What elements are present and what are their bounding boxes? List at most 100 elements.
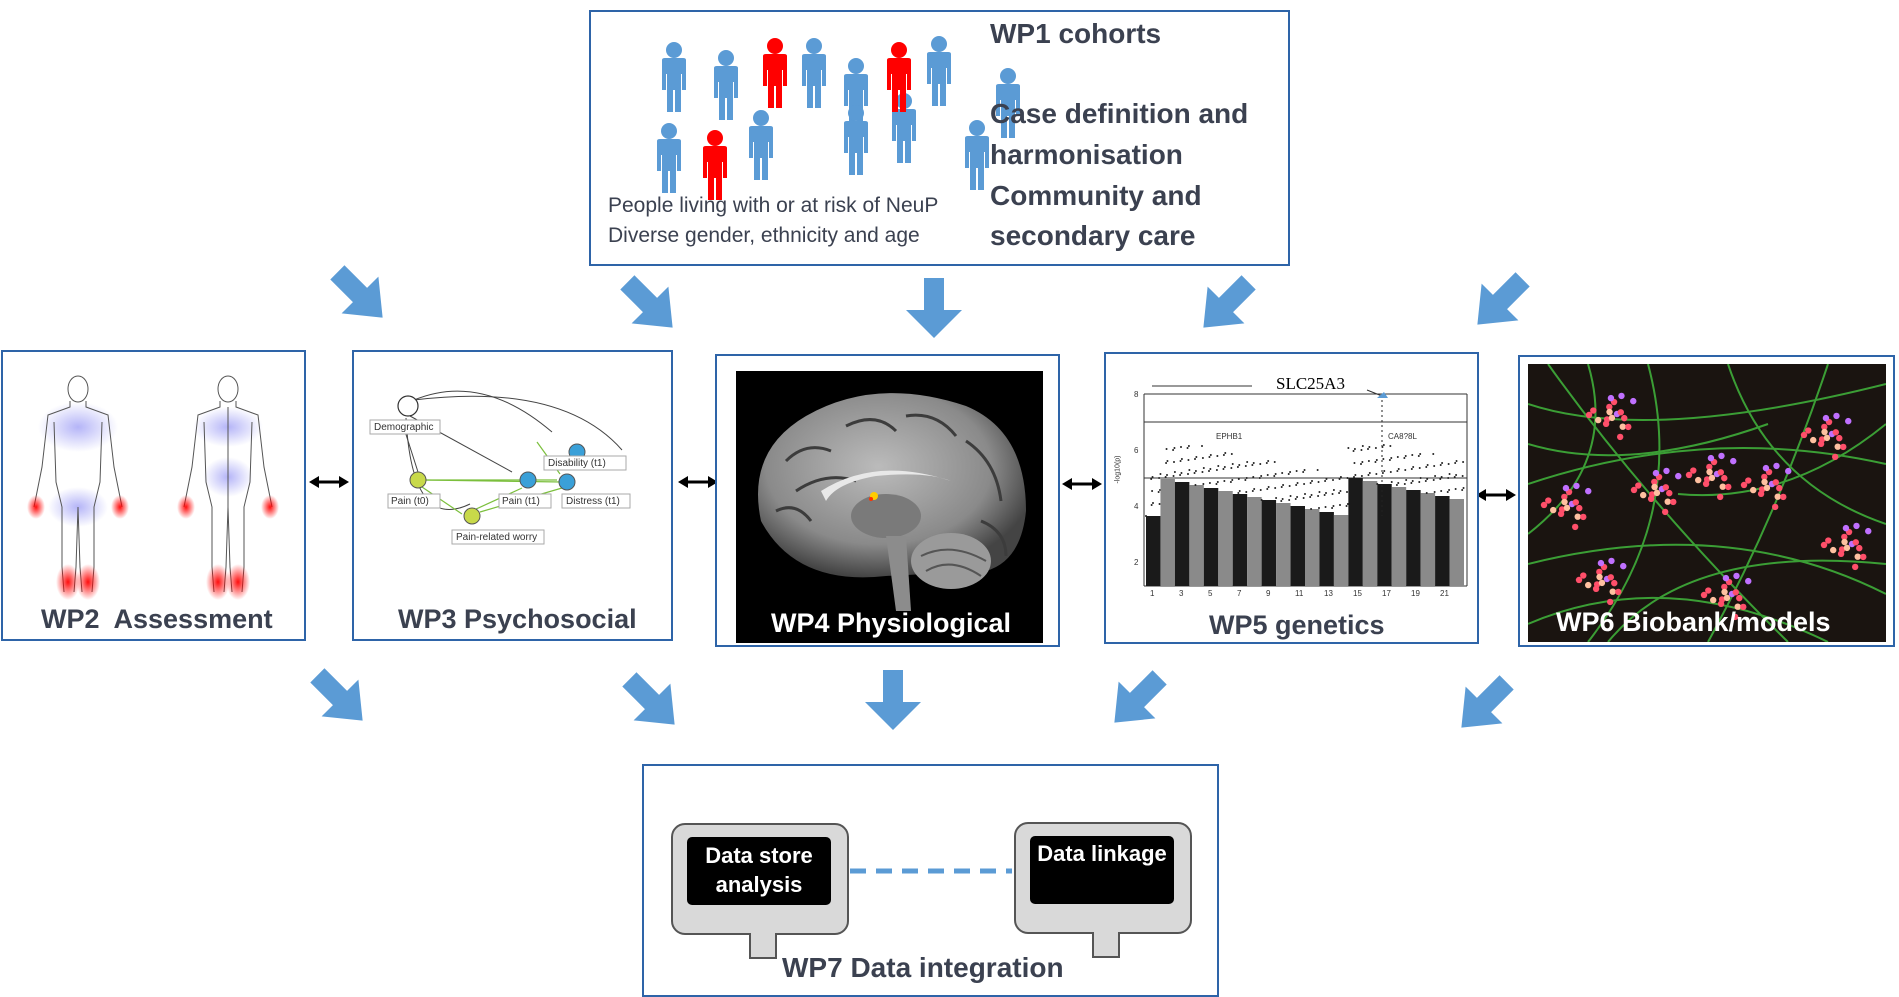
cell-nucleus — [1700, 591, 1708, 599]
body-map-front — [27, 375, 129, 600]
snp-point — [1381, 472, 1384, 474]
cell-nucleus — [1840, 443, 1847, 451]
snp-point — [1339, 490, 1342, 492]
snp-point — [1325, 478, 1328, 480]
snp-point — [1260, 475, 1263, 477]
cell-nucleus — [1557, 510, 1565, 518]
cell-nucleus — [1800, 431, 1808, 439]
cell-nucleus — [1647, 495, 1655, 503]
snp-point — [1347, 447, 1350, 449]
chromosome-band — [1319, 512, 1334, 586]
cell-nucleus — [1606, 408, 1613, 416]
cell-nucleus — [1619, 423, 1626, 430]
snp-point — [1310, 508, 1313, 510]
chromosome-band — [1189, 485, 1204, 586]
wp5-title: WP5 genetics — [1209, 610, 1385, 640]
cell-nucleus — [1573, 482, 1580, 490]
cell-nucleus — [1830, 546, 1837, 554]
snp-point — [1152, 502, 1154, 504]
snp-point — [1311, 480, 1313, 482]
cell-nucleus — [1817, 440, 1825, 448]
demographic-node — [397, 395, 419, 417]
chromosome-band — [1174, 482, 1190, 586]
brain-mri-image — [736, 371, 1043, 643]
cell-nucleus — [1831, 453, 1839, 461]
snp-point — [1164, 476, 1167, 478]
snp-point — [1230, 453, 1233, 455]
snp-point — [1317, 495, 1320, 497]
cell-nucleus — [1663, 467, 1670, 475]
cell-nucleus — [1842, 524, 1850, 532]
snp-point — [1453, 476, 1456, 478]
snp-point — [1390, 481, 1393, 483]
wp1-caption-line1: People living with or at risk of NeuP — [608, 194, 939, 217]
snp-point — [1412, 466, 1415, 468]
cell-nucleus — [1733, 572, 1740, 580]
snp-point — [1274, 473, 1277, 475]
chromosome-band — [1305, 509, 1320, 586]
cell-nucleus — [1597, 559, 1605, 567]
snp-point — [1186, 447, 1189, 449]
snp-point — [1324, 506, 1327, 508]
snp-point — [1267, 486, 1270, 488]
cell-nucleus — [1675, 472, 1682, 480]
chromosome-band — [1218, 491, 1233, 586]
snp-point — [1389, 445, 1392, 447]
snp-point — [1374, 461, 1377, 463]
node-pain-t0: Pain (t0) — [391, 496, 429, 507]
snp-point — [1145, 515, 1147, 517]
snp-point — [1461, 489, 1464, 491]
chromosome-band — [1290, 506, 1305, 586]
cell-nucleus — [1585, 487, 1592, 495]
snp-point — [1383, 470, 1386, 472]
snp-point — [1302, 497, 1305, 499]
snp-point — [1194, 458, 1196, 460]
snp-point — [1252, 462, 1255, 464]
snp-point — [1346, 477, 1349, 479]
cell-nucleus — [1661, 508, 1669, 516]
snp-point — [1288, 485, 1291, 487]
cell-nucleus — [1596, 568, 1603, 576]
cell-nucleus — [1762, 464, 1770, 472]
snp-point — [1280, 500, 1283, 502]
body-map-back — [177, 375, 279, 600]
x-tick-label: 19 — [1411, 589, 1420, 598]
cell-nucleus — [1705, 587, 1712, 594]
chromosome-band — [1435, 496, 1450, 586]
snp-point — [1267, 460, 1270, 462]
snp-point — [1223, 480, 1226, 482]
people-icons — [657, 36, 1020, 200]
snp-point — [1229, 481, 1232, 483]
snp-point — [1209, 468, 1212, 470]
cell-nucleus — [1545, 497, 1552, 504]
snp-point — [1462, 487, 1465, 489]
snp-point — [1332, 479, 1334, 481]
snp-point — [1325, 492, 1327, 494]
chromosome-band — [1232, 494, 1248, 586]
wp2-box: WP2 Assessment — [1, 350, 306, 641]
cell-nucleus — [1574, 513, 1581, 520]
snp-point — [1440, 490, 1443, 492]
snp-point — [1354, 474, 1357, 476]
cell-nucleus — [1561, 498, 1568, 506]
cell-nucleus — [1685, 471, 1693, 479]
snp-point — [1222, 454, 1225, 456]
snp-point — [1324, 480, 1327, 482]
snp-point — [1303, 469, 1306, 471]
x-tick-label: 3 — [1179, 589, 1184, 598]
snp-point — [1281, 472, 1284, 474]
chromosome-band — [1261, 500, 1277, 586]
cell-nucleus — [1550, 506, 1557, 514]
snp-point — [1405, 479, 1408, 481]
snp-point — [1187, 473, 1189, 475]
snp-point — [1253, 488, 1256, 490]
snp-point — [1338, 492, 1341, 494]
snp-point — [1432, 453, 1435, 455]
cell-nucleus — [1721, 474, 1728, 482]
link-arrow-wp2-wp3 — [309, 476, 349, 488]
snp-point — [1202, 467, 1205, 469]
cell-nucleus — [1821, 428, 1828, 436]
cell-nucleus — [1771, 503, 1779, 511]
snp-point — [1165, 462, 1168, 464]
snp-point — [1332, 489, 1335, 491]
